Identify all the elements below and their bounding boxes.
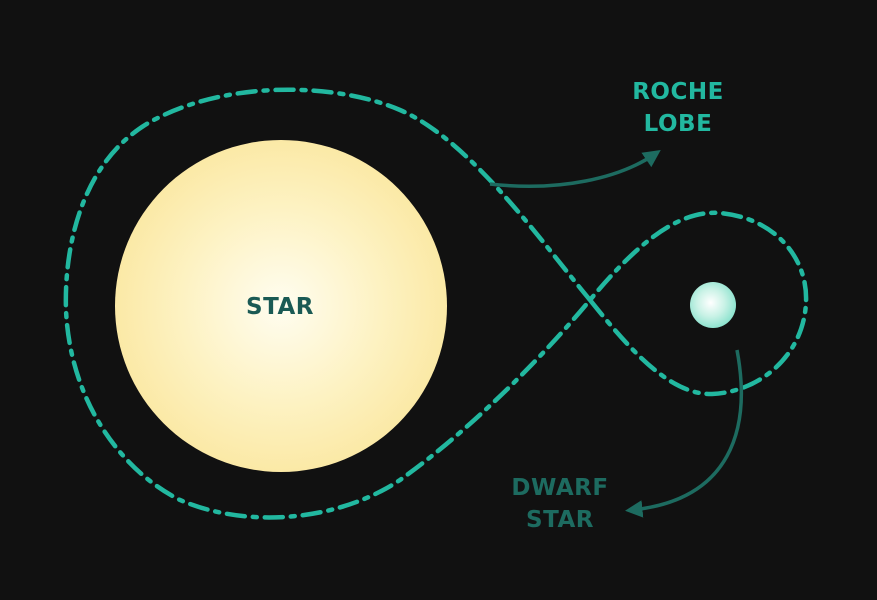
dwarf-star-label-line2: STAR — [526, 507, 594, 533]
star-label-text: STAR — [246, 294, 314, 320]
roche-lobe-label: ROCHE LOBE — [598, 76, 758, 140]
dwarf-star — [690, 282, 736, 328]
star-label: STAR — [200, 290, 360, 324]
roche-lobe-label-line1: ROCHE — [632, 79, 724, 105]
star — [115, 140, 447, 472]
dwarf-star-label: DWARF STAR — [480, 472, 640, 536]
roche-lobe-label-line2: LOBE — [643, 111, 713, 137]
dwarf-star-arrow — [625, 349, 744, 518]
roche-lobe-arrow — [489, 150, 661, 188]
roche-lobe-outline — [63, 87, 809, 520]
dwarf-star-label-line1: DWARF — [511, 475, 609, 501]
